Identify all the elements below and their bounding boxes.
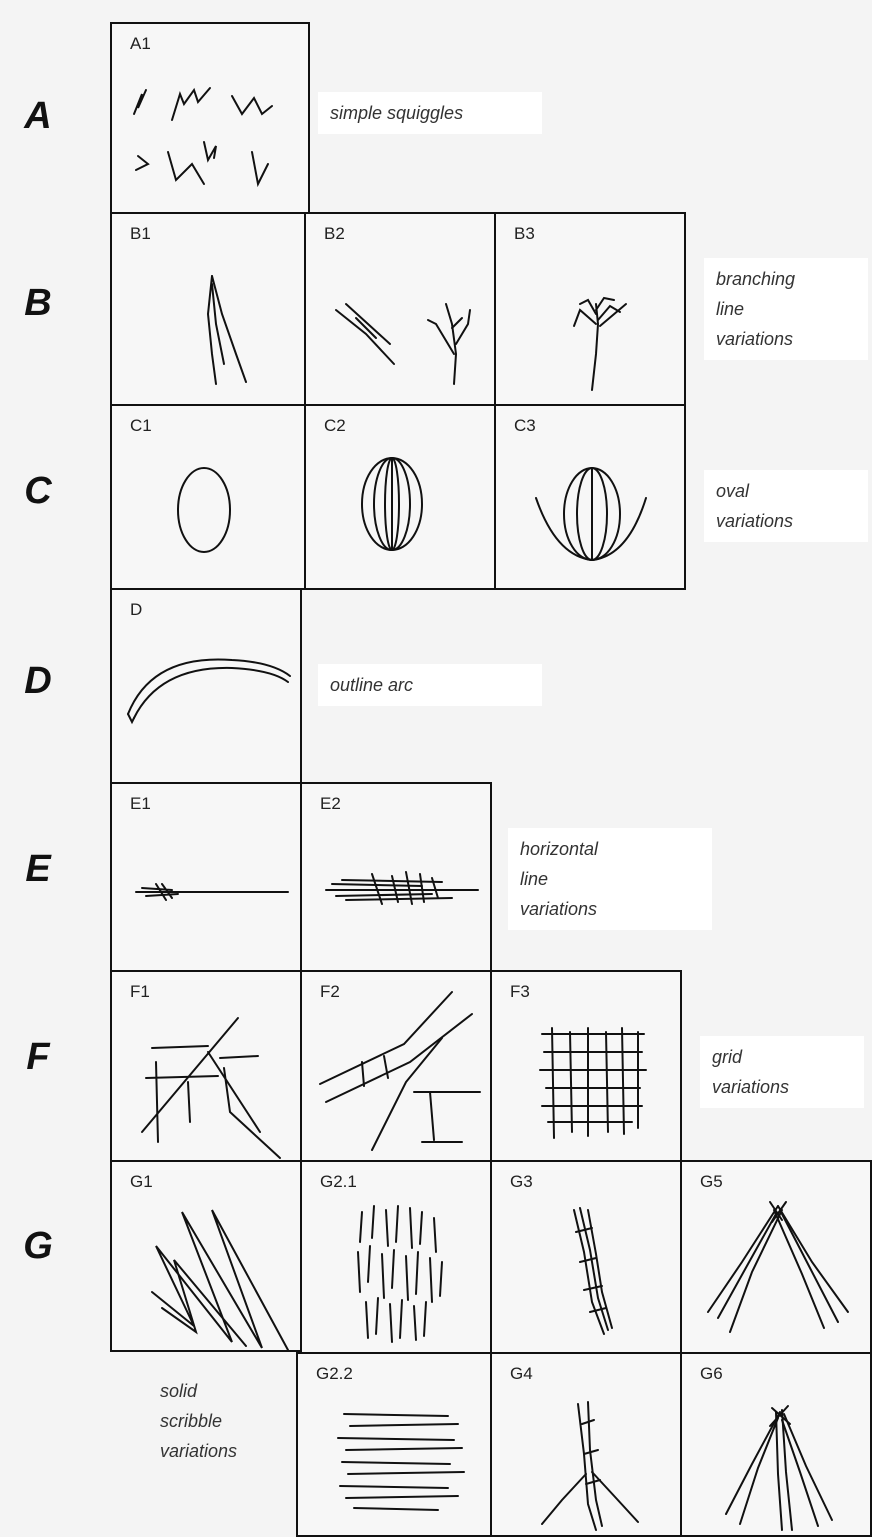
description-line: variations xyxy=(160,1436,290,1466)
description-line: branching xyxy=(716,264,856,294)
scribble-drawing xyxy=(298,1354,490,1535)
scribble-drawing xyxy=(682,1354,870,1535)
branching-line-drawing xyxy=(306,214,494,404)
cell-d: D xyxy=(110,588,302,784)
description-line: horizontal xyxy=(520,834,700,864)
description-line: grid xyxy=(712,1042,852,1072)
cell-e1: E1 xyxy=(110,782,302,972)
description-line: variations xyxy=(712,1072,852,1102)
cell-g6: G6 xyxy=(680,1352,872,1537)
horizontal-line-drawing xyxy=(112,784,300,970)
cell-g5: G5 xyxy=(680,1160,872,1354)
scribble-drawing xyxy=(682,1162,870,1352)
squiggle-drawing xyxy=(112,24,308,212)
cell-g1: G1 xyxy=(110,1160,302,1352)
row-letter-e: E xyxy=(8,848,68,891)
description-line: variations xyxy=(716,506,856,536)
description-e: horizontal line variations xyxy=(508,828,712,930)
scribble-drawing xyxy=(492,1162,680,1352)
grid-drawing xyxy=(302,972,490,1160)
scribble-drawing xyxy=(112,1162,300,1350)
description-line: oval xyxy=(716,476,856,506)
description-line: variations xyxy=(520,894,700,924)
grid-drawing xyxy=(112,972,300,1160)
cell-c1: C1 xyxy=(110,404,306,590)
cell-a1: A1 xyxy=(110,22,310,214)
scribble-drawing xyxy=(302,1162,490,1352)
description-g: solid scribble variations xyxy=(148,1370,302,1472)
description-line: line xyxy=(716,294,856,324)
description-d: outline arc xyxy=(318,664,542,706)
cell-g3: G3 xyxy=(490,1160,682,1354)
cell-f1: F1 xyxy=(110,970,302,1162)
grid-drawing xyxy=(492,972,680,1160)
branching-line-drawing xyxy=(112,214,304,404)
description-line: outline arc xyxy=(330,670,530,700)
description-line: simple squiggles xyxy=(330,98,530,128)
row-letter-g: G xyxy=(8,1225,68,1268)
cell-c3: C3 xyxy=(494,404,686,590)
row-letter-c: C xyxy=(8,470,68,513)
description-line: variations xyxy=(716,324,856,354)
cell-g2-2: G2.2 xyxy=(296,1352,492,1537)
description-a: simple squiggles xyxy=(318,92,542,134)
description-line: scribble xyxy=(160,1406,290,1436)
scribble-drawing xyxy=(492,1354,680,1535)
row-letter-a: A xyxy=(8,95,68,138)
oval-drawing xyxy=(496,406,684,588)
cell-f3: F3 xyxy=(490,970,682,1162)
description-c: oval variations xyxy=(704,470,868,542)
oval-drawing xyxy=(306,406,494,588)
cell-f2: F2 xyxy=(300,970,492,1162)
description-line: line xyxy=(520,864,700,894)
branching-line-drawing xyxy=(496,214,684,404)
row-letter-d: D xyxy=(8,660,68,703)
description-b: branching line variations xyxy=(704,258,868,360)
cell-g2-1: G2.1 xyxy=(300,1160,492,1354)
cell-b1: B1 xyxy=(110,212,306,406)
oval-drawing xyxy=(112,406,304,588)
cell-b2: B2 xyxy=(304,212,496,406)
cell-b3: B3 xyxy=(494,212,686,406)
row-letter-b: B xyxy=(8,282,68,325)
description-line: solid xyxy=(160,1376,290,1406)
cell-c2: C2 xyxy=(304,404,496,590)
row-letter-f: F xyxy=(8,1036,68,1079)
cell-g4: G4 xyxy=(490,1352,682,1537)
description-f: grid variations xyxy=(700,1036,864,1108)
horizontal-line-drawing xyxy=(302,784,490,970)
cell-e2: E2 xyxy=(300,782,492,972)
outline-arc-drawing xyxy=(112,590,300,782)
